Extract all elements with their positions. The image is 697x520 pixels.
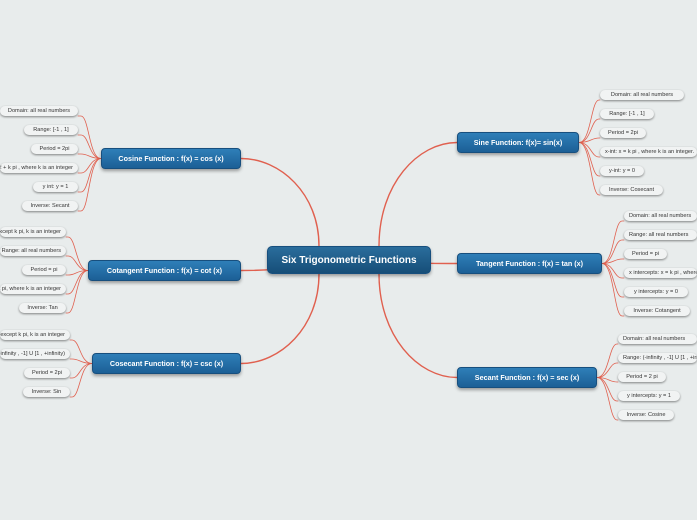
cosecant-leaf[interactable]: Range: (-infinity , -1] U [1 , +infinity… [0,349,70,359]
connector-line [596,362,619,378]
connector-line [596,377,619,383]
sine-leaf[interactable]: Range: [-1 , 1] [600,109,654,119]
sine-node[interactable]: Sine Function: f(x)= sin(x) [457,132,579,153]
tangent-leaf[interactable]: y intercepts: y = 0 [624,287,688,297]
connector-line [578,142,601,196]
connector-line [69,363,93,398]
tangent-leaf[interactable]: Domain: all real numbers [624,211,697,221]
cotangent-leaf[interactable]: Range: all real numbers [0,246,66,256]
connector-line [578,142,601,158]
cotangent-leaf[interactable]: x intercepts: x = pi/2 + k pi, where k i… [0,284,66,294]
connector-line [578,99,601,143]
connector-line [601,239,625,264]
tangent-leaf[interactable]: Range: all real numbers [624,230,697,240]
tangent-leaf[interactable]: Inverse: Cotangent [624,306,690,316]
cosine-leaf[interactable]: Domain: all real numbers [0,106,78,116]
secant-leaf[interactable]: y intercepts: y = 1 [618,391,680,401]
connector-line [69,363,93,379]
connector-line [77,115,102,159]
connector-line [65,255,89,271]
connector-line [240,273,320,365]
cosine-leaf[interactable]: Period = 2pi [31,144,78,154]
cosine-node[interactable]: Cosine Function : f(x) = cos (x) [101,148,241,169]
secant-leaf[interactable]: Period = 2 pi [618,372,666,382]
secant-leaf[interactable]: Domain: all real numbers [618,334,697,344]
connector-line [69,339,93,364]
sine-leaf[interactable]: Domain: all real numbers [600,90,684,100]
connector-line [240,157,320,247]
connector-line [601,258,625,264]
cosine-leaf[interactable]: y int: y = 1 [33,182,78,192]
secant-leaf[interactable]: Inverse: Cosine [618,410,674,420]
cosine-leaf[interactable]: Range: [-1 , 1] [24,125,78,135]
connector-line [601,263,625,279]
connector-line [578,118,601,143]
connector-line [596,377,619,421]
cosecant-leaf[interactable]: Period = 2pi [24,368,70,378]
tangent-node[interactable]: Tangent Function : f(x) = tan (x) [457,253,602,274]
cosine-leaf[interactable]: Inverse: Secant [22,201,78,211]
tangent-leaf[interactable]: x intercepts: x = k pi , where k is an i… [624,268,697,278]
sine-leaf[interactable]: Period = 2pi [600,128,646,138]
cotangent-leaf[interactable]: Inverse: Tan [19,303,66,313]
connector-line [77,153,102,159]
connector-line [378,273,458,379]
connector-line [601,263,625,317]
connector-line [65,270,89,276]
cotangent-leaf[interactable]: Period = pi [22,265,66,275]
connector-line [77,158,102,174]
connector-line [596,343,619,378]
tangent-leaf[interactable]: Period = pi [624,249,667,259]
sine-leaf[interactable]: x-int: x = k pi , where k is an integer. [600,147,697,157]
cosine-leaf[interactable]: x-int: x = pi/2 + k pi , where k is an i… [0,163,78,173]
connector-line [378,141,458,247]
connector-line [69,358,93,364]
cosecant-leaf[interactable]: Inverse: Sin [23,387,70,397]
connector-line [77,158,102,212]
connector-line [601,220,625,264]
sine-leaf[interactable]: Inverse: Cosecant [600,185,663,195]
secant-leaf[interactable]: Range: (-infinity , -1] U [1 , +infinity… [618,353,697,363]
sine-leaf[interactable]: y-int: y = 0 [600,166,644,176]
cotangent-node[interactable]: Cotangent Function : f(x) = cot (x) [88,260,241,281]
cosecant-leaf[interactable]: Domain: all real numbers except k pi, k … [0,330,70,340]
connector-line [578,137,601,143]
cosecant-node[interactable]: Cosecant Function : f(x) = csc (x) [92,353,241,374]
secant-node[interactable]: Secant Function : f(x) = sec (x) [457,367,597,388]
root-node[interactable]: Six Trigonometric Functions [267,246,431,274]
cotangent-leaf[interactable]: Domain: all real numbers except k pi, k … [0,227,66,237]
connector-line [77,134,102,159]
connector-line [65,236,89,271]
connector-line [65,270,89,314]
